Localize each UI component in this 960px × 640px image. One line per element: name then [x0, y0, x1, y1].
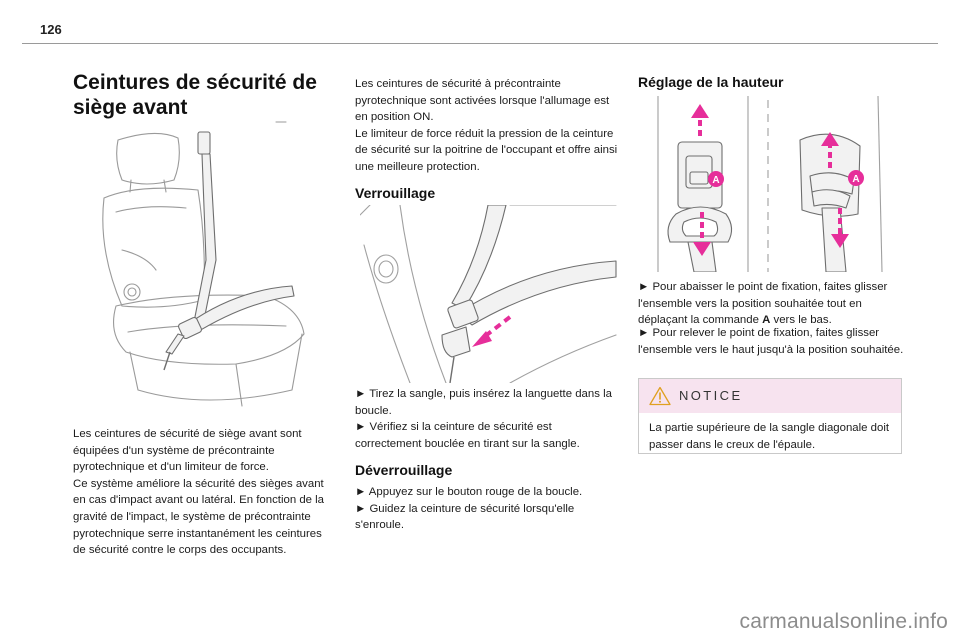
callout-a-left: A: [712, 175, 719, 186]
front-seat-belt-illustration: [86, 120, 326, 420]
lower-anchor-text: ► Pour abaisser le point de fixation, fa…: [638, 281, 888, 327]
header-divider: [22, 43, 938, 44]
raise-anchor-steps: ► Pour relever le point de fixation, fai…: [638, 327, 904, 356]
callout-a-right: A: [852, 174, 859, 185]
notice-label: NOTICE: [679, 388, 743, 403]
pretensioner-paragraph: Les ceintures de sécurité à précontraint…: [355, 78, 618, 173]
unlocking-steps: ► Appuyez sur le bouton rouge de la bouc…: [355, 486, 583, 532]
lower-anchor-steps: ► Pour abaisser le point de fixation, fa…: [638, 279, 904, 329]
warning-triangle-icon: [649, 386, 671, 411]
locking-heading: Verrouillage: [355, 185, 436, 201]
control-a-reference: A: [762, 314, 771, 327]
buckle-locking-illustration: [360, 205, 618, 383]
page-title: Ceintures de sécurité de siège avant: [73, 71, 317, 119]
notice-header: NOTICE: [639, 379, 901, 413]
locking-steps: ► Tirez la sangle, puis insérez la langu…: [355, 388, 612, 450]
height-adjuster-illustration: A A: [650, 96, 890, 272]
lower-anchor-text-end: vers le bas.: [770, 314, 832, 327]
notice-text: La partie supérieure de la sangle diagon…: [649, 422, 890, 451]
notice-box: NOTICE La partie supérieure de la sangle…: [638, 378, 902, 454]
page-number: 126: [40, 22, 62, 37]
site-watermark: carmanualsonline.info: [739, 610, 948, 633]
unlocking-heading: Déverrouillage: [355, 462, 453, 478]
intro-paragraph: Les ceintures de sécurité de siège avant…: [73, 428, 325, 557]
height-adjustment-heading: Réglage de la hauteur: [638, 74, 784, 90]
